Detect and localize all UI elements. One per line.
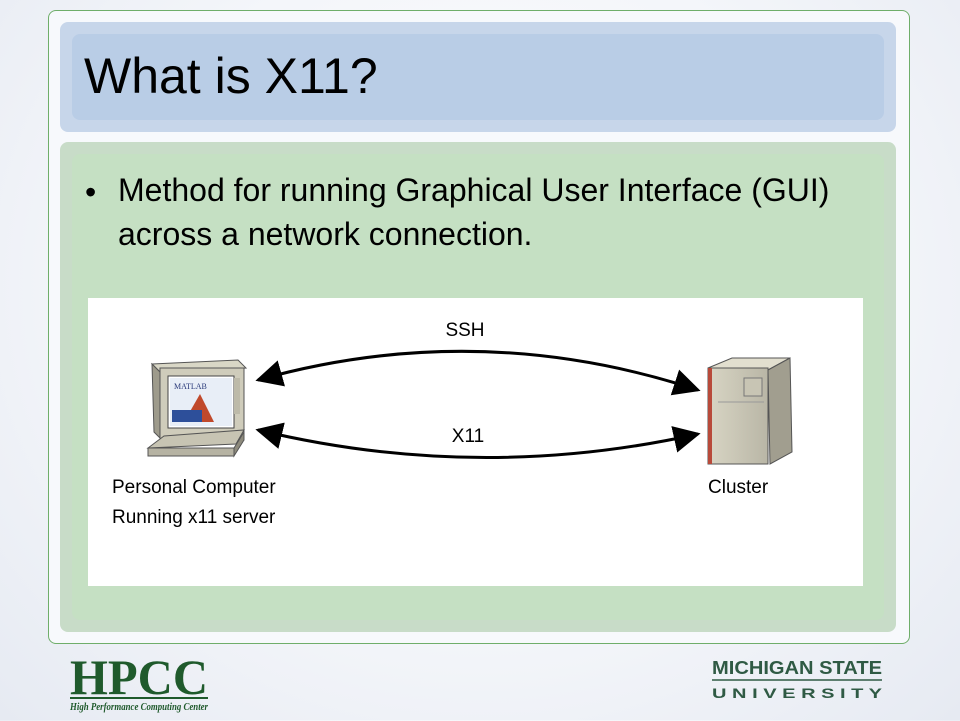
hpcc-wordmark: HPCC [70, 650, 208, 705]
screen-app-label: MATLAB [174, 382, 207, 391]
x11-label: X11 [452, 426, 484, 447]
bullet-text: Method for running Graphical User Interf… [118, 172, 830, 252]
ssh-connection-arrow [255, 349, 701, 396]
personal-computer-label: Personal Computer [112, 477, 276, 498]
bullet-marker: • [85, 174, 97, 210]
hpcc-logo: HPCC High Performance Computing Center [66, 649, 226, 721]
x11-connection-arrow [255, 422, 701, 459]
slide-title: What is X11? [84, 48, 378, 104]
msu-line1: MICHIGAN STATE [712, 658, 882, 678]
ssh-label: SSH [445, 320, 484, 341]
hpcc-tagline: High Performance Computing Center [69, 702, 208, 713]
diagram-canvas: SSH X11 MATLAB Personal Compu [112, 320, 793, 528]
personal-computer-sublabel: Running x11 server [112, 507, 276, 528]
x11-diagram: SSH X11 MATLAB Personal Compu [88, 298, 863, 586]
cluster-server-icon [707, 357, 793, 465]
title-bar [72, 34, 884, 120]
msu-logo: MICHIGAN STATE U N I V E R S I T Y [710, 656, 886, 709]
cluster-label: Cluster [708, 477, 769, 498]
personal-computer-icon: MATLAB [146, 359, 248, 458]
msu-line2: U N I V E R S I T Y [712, 685, 883, 701]
